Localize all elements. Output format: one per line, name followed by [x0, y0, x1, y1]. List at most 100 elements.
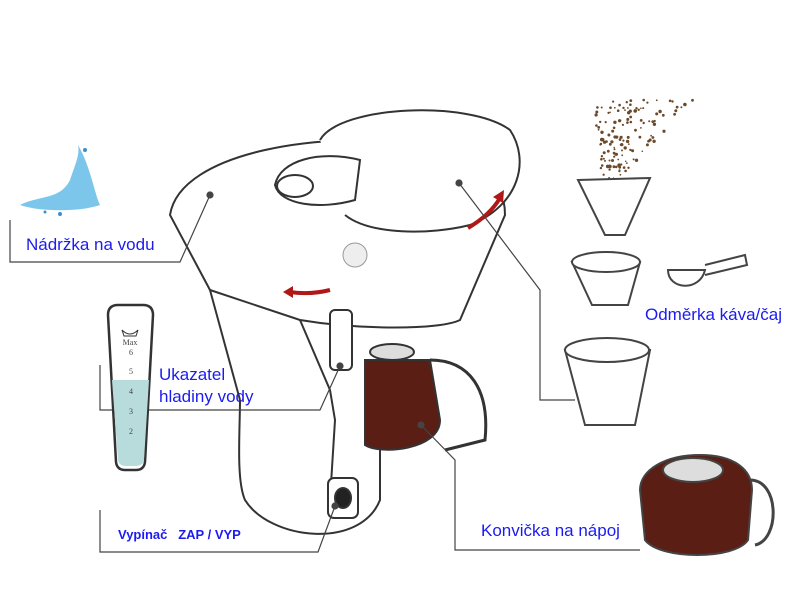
- label-jug: Konvička na nápoj: [481, 521, 620, 540]
- coffee-ground: [634, 128, 637, 132]
- coffee-ground: [608, 142, 612, 146]
- coffee-ground: [629, 99, 633, 102]
- coffee-ground: [611, 159, 614, 162]
- coffee-ground: [631, 149, 635, 153]
- coffee-ground: [641, 150, 644, 153]
- coffee-ground: [618, 138, 622, 141]
- coffee-ground: [624, 109, 626, 111]
- coffee-ground: [651, 120, 655, 123]
- rotate-arrow-2: [466, 196, 502, 230]
- coffee-ground: [614, 165, 618, 169]
- coffee-ground: [608, 159, 611, 162]
- coffee-ground: [612, 100, 615, 103]
- coffee-ground: [620, 143, 624, 146]
- coffee-ground: [618, 119, 622, 122]
- label-switch-state: ZAP / VYP: [178, 527, 241, 542]
- gauge-water-fill: [112, 380, 149, 466]
- callout-water-tank: [9, 194, 211, 263]
- coffee-ground: [602, 157, 605, 160]
- coffee-ground: [668, 99, 672, 103]
- jug-separate: [638, 453, 754, 556]
- coffee-ground: [625, 101, 628, 104]
- coffee-ground: [674, 109, 678, 113]
- coffee-ground: [616, 109, 620, 112]
- coffee-ground: [625, 139, 630, 144]
- coffee-ground: [658, 109, 662, 114]
- coffee-ground: [602, 151, 606, 155]
- level-window: [329, 309, 353, 371]
- coffee-ground: [655, 112, 659, 116]
- coffee-ground: [675, 105, 679, 109]
- label-measure: Odměrka káva/čaj: [645, 305, 782, 324]
- coffee-ground: [595, 124, 598, 127]
- coffee-ground: [594, 113, 598, 117]
- coffee-ground: [624, 169, 627, 173]
- coffee-ground: [627, 143, 630, 146]
- coffee-ground: [612, 151, 616, 155]
- coffee-ground: [646, 101, 649, 104]
- svg-text:2: 2: [129, 427, 133, 436]
- coffee-ground: [609, 106, 612, 109]
- coffee-ground: [632, 158, 635, 161]
- label-level-line2: hladiny vody: [159, 387, 254, 406]
- coffee-ground: [623, 146, 627, 150]
- coffee-ground: [683, 102, 687, 107]
- coffee-ground: [637, 108, 640, 112]
- coffee-ground: [600, 106, 603, 109]
- coffee-ground: [655, 99, 658, 102]
- coffee-ground: [652, 122, 657, 127]
- coffee-ground: [622, 166, 626, 169]
- coffee-ground: [619, 135, 623, 139]
- coffee-ground: [618, 169, 621, 172]
- svg-text:6: 6: [129, 348, 133, 357]
- coffee-ground: [608, 164, 611, 166]
- svg-text:4: 4: [129, 387, 133, 396]
- coffee-ground: [651, 136, 655, 139]
- coffee-ground: [680, 106, 683, 109]
- label-level-line1: Ukazatel: [159, 365, 226, 384]
- machine-column: [209, 289, 337, 501]
- svg-text:3: 3: [129, 407, 133, 416]
- coffee-ground: [617, 158, 620, 161]
- coffee-ground: [612, 165, 616, 169]
- coffee-ground: [606, 149, 610, 153]
- coffee-ground: [629, 148, 632, 152]
- coffee-ground: [673, 112, 676, 116]
- callout-switch: [99, 505, 336, 553]
- coffee-ground: [600, 137, 604, 142]
- coffee-ground: [642, 121, 645, 125]
- coffee-ground: [604, 159, 606, 162]
- label-switch: Vypínač ZAP / VYP: [118, 524, 241, 546]
- coffee-ground: [621, 123, 625, 126]
- measuring-spoon: [666, 253, 749, 287]
- coffee-ground: [626, 121, 629, 124]
- coffee-ground: [615, 135, 619, 139]
- coffee-ground: [600, 155, 604, 158]
- coffee-ground: [613, 106, 616, 109]
- coffee-ground: [626, 135, 630, 139]
- label-switch-name: Vypínač: [118, 527, 168, 542]
- gauge-max: Max: [123, 338, 138, 347]
- coffee-ground: [622, 106, 625, 110]
- coffee-ground: [621, 149, 623, 152]
- coffee-ground: [600, 164, 604, 167]
- coffee-ground: [600, 130, 604, 134]
- coffee-ground: [627, 166, 630, 169]
- coffee-ground: [599, 166, 603, 170]
- coffee-ground: [652, 139, 656, 143]
- coffee-ground: [647, 140, 649, 143]
- coffee-ground: [596, 106, 599, 109]
- coffee-ground: [650, 134, 652, 137]
- handle-knob: [276, 174, 314, 198]
- callout-measure: [458, 182, 575, 401]
- coffee-ground: [629, 120, 633, 124]
- lid-outline: [319, 109, 521, 233]
- callout-jug: [420, 424, 640, 551]
- coffee-ground: [640, 127, 642, 129]
- coffee-ground: [595, 110, 599, 114]
- coffee-ground: [614, 154, 617, 156]
- coffee-ground: [626, 119, 629, 121]
- coffee-ground: [629, 115, 633, 119]
